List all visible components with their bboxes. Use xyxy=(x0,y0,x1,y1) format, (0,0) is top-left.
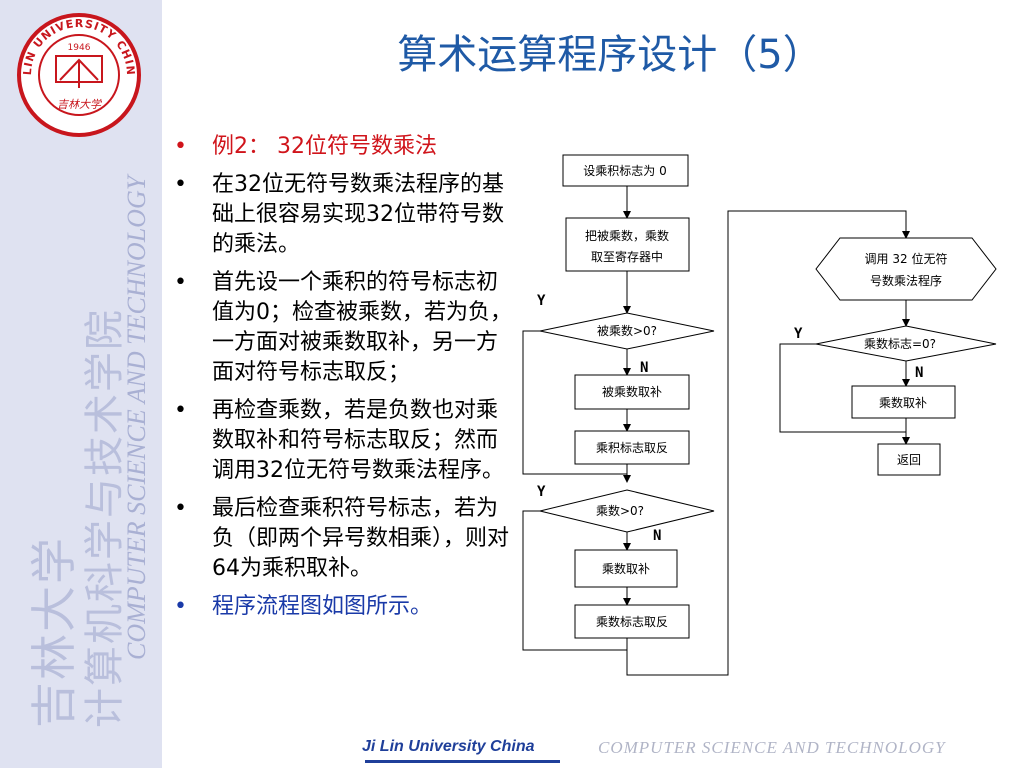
slide-title: 算术运算程序设计（5） xyxy=(397,32,823,78)
node-invert-multiplier-flag-label: 乘数标志取反 xyxy=(596,614,668,629)
bullet-dot-icon: • xyxy=(174,134,187,159)
decision-multiplicand-label: 被乘数>0? xyxy=(597,323,657,338)
bullet-dot-icon: • xyxy=(174,270,187,295)
bullet-item-flowchart-note: •程序流程图如图所示。 xyxy=(172,592,512,622)
bullet-dot-icon: • xyxy=(174,398,187,423)
bullet-dot-icon: • xyxy=(174,172,187,197)
no-label: N xyxy=(915,365,923,381)
yes-label: Y xyxy=(537,293,546,309)
node-load-registers xyxy=(565,217,690,272)
node-return-label: 返回 xyxy=(897,453,921,467)
no-label: N xyxy=(640,360,648,376)
node-invert-product-flag xyxy=(574,430,690,465)
decision-multiplier-positive xyxy=(539,489,715,533)
footer-department: COMPUTER SCIENCE AND TECHNOLOGY xyxy=(598,738,946,757)
logo-motto: 吉林大学 xyxy=(57,98,103,111)
node-invert-multiplier-flag xyxy=(574,604,690,639)
logo-year: 1946 xyxy=(68,43,91,53)
bullet-item-intro: •在32位无符号数乘法程序的基础上很容易实现32位带符号数的乘法。 xyxy=(174,172,504,257)
sidebar-watermark-english: COMPUTER SCIENCE AND TECHNOLOGY xyxy=(122,175,151,660)
footer-university: Ji Lin University China xyxy=(362,738,535,755)
flowchart: 设乘积标志为 0 把被乘数，乘数 取至寄存器中 被乘数>0? 被乘数取补 乘积标… xyxy=(522,154,997,676)
node-set-flag-label: 设乘积标志为 0 xyxy=(583,164,666,178)
university-logo: JILIN UNIVERSITY CHINA 1946 吉林大学 xyxy=(14,10,141,137)
node-call-line2: 号数乘法程序 xyxy=(870,273,942,288)
node-call-line1: 调用 32 位无符 xyxy=(865,251,948,266)
decision-multiplicand-positive xyxy=(539,312,715,350)
bullet-list: •例2： 32位符号数乘法 •在32位无符号数乘法程序的基础上很容易实现32位带… xyxy=(172,132,512,630)
footer-underline xyxy=(365,760,560,763)
node-load-line1: 把被乘数，乘数 xyxy=(585,228,669,243)
bullet-item-step3: •最后检查乘积符号标志，若为负（即两个异号数相乘），则对64为乘积取补。 xyxy=(174,496,510,581)
node-negate-multiplier xyxy=(574,549,678,588)
node-negate-multiplier-label: 乘数取补 xyxy=(602,561,650,576)
bullet-dot-icon: • xyxy=(174,594,187,619)
bullet-dot-icon: • xyxy=(174,496,187,521)
node-return xyxy=(877,443,941,476)
node-negate-product-label: 乘数取补 xyxy=(879,395,927,410)
node-negate-product xyxy=(851,385,956,419)
node-load-line2: 取至寄存器中 xyxy=(591,249,663,264)
sidebar-band: JILIN UNIVERSITY CHINA 1946 吉林大学 吉林大学 计算… xyxy=(0,0,162,768)
node-negate-multiplicand-label: 被乘数取补 xyxy=(602,384,662,399)
node-call-unsigned-multiply xyxy=(815,237,997,301)
node-set-flag xyxy=(562,154,689,187)
yes-label: Y xyxy=(794,326,803,342)
yes-label: Y xyxy=(537,484,546,500)
bullet-item-step2: •再检查乘数，若是负数也对乘数取补和符号标志取反；然而调用32位无符号数乘法程序… xyxy=(174,398,504,483)
no-label: N xyxy=(653,528,661,544)
decision-flag-zero xyxy=(815,325,997,362)
node-negate-multiplicand xyxy=(574,374,690,410)
decision-flag-zero-label: 乘数标志=0? xyxy=(864,336,936,351)
decision-multiplier-label: 乘数>0? xyxy=(596,503,644,518)
node-invert-flag-label: 乘积标志取反 xyxy=(596,441,668,455)
bullet-item-example: •例2： 32位符号数乘法 xyxy=(172,132,512,162)
bullet-item-step1: •首先设一个乘积的符号标志初值为0；检查被乘数，若为负，一方面对被乘数取补，另一… xyxy=(174,270,512,385)
